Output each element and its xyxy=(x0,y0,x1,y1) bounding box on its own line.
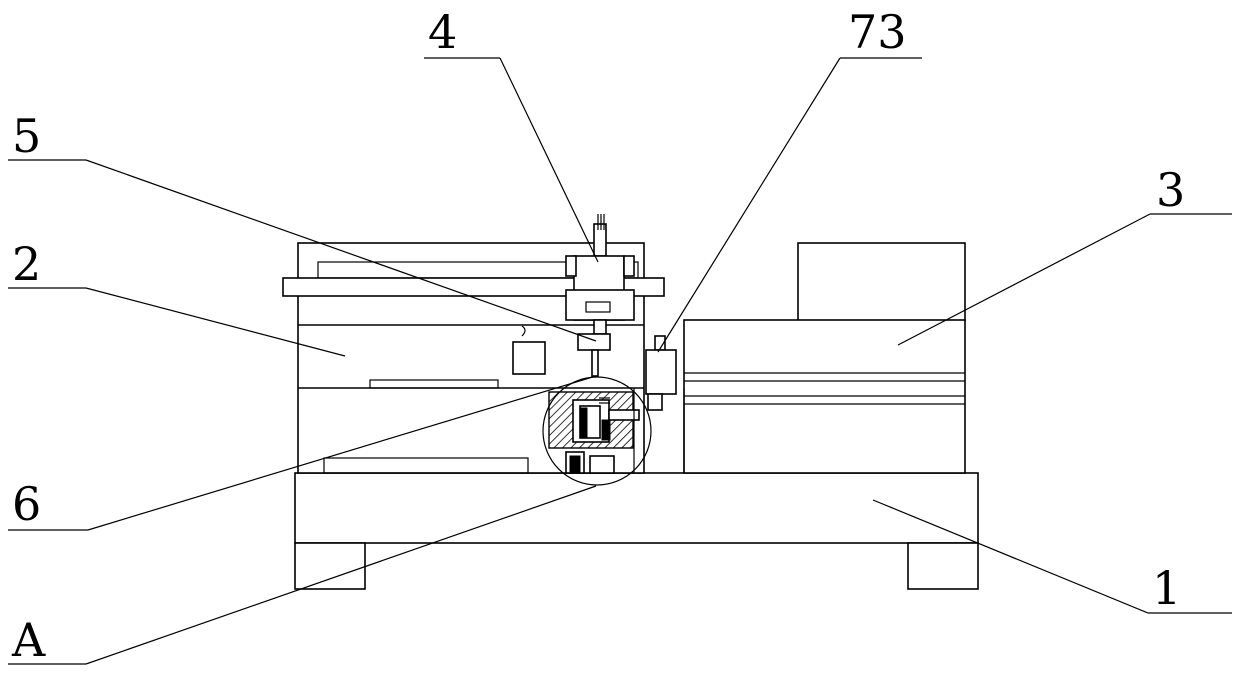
label-73: 73 xyxy=(848,5,907,59)
label-4: 4 xyxy=(428,5,457,59)
sensor-body xyxy=(646,350,676,394)
tool-shaft xyxy=(592,350,598,376)
label-a: A xyxy=(11,613,46,667)
label-3: 3 xyxy=(1156,163,1185,217)
label-5: 5 xyxy=(12,109,41,163)
right-unit xyxy=(684,243,965,473)
motor-housing xyxy=(798,243,965,321)
base-assembly xyxy=(295,473,978,589)
label-6: 6 xyxy=(12,477,41,531)
top-head xyxy=(566,214,634,334)
base-plate xyxy=(295,473,978,543)
label-1: 1 xyxy=(1152,561,1181,615)
label-2: 2 xyxy=(12,237,41,291)
right-foot xyxy=(908,543,978,589)
small-box xyxy=(513,342,545,374)
left-foot xyxy=(295,543,365,589)
